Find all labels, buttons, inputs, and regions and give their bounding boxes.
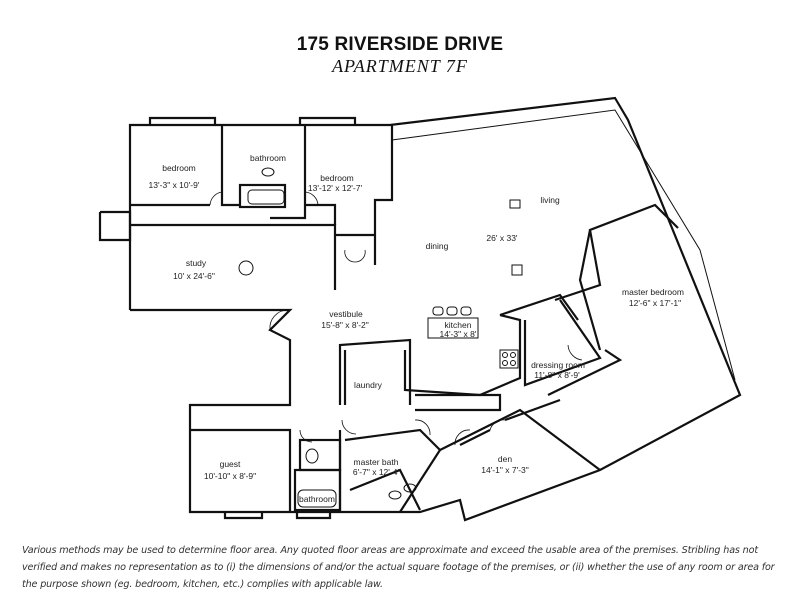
room-label-bedroom-2: bedroom (320, 173, 354, 183)
disclaimer: Various methods may be used to determine… (22, 545, 775, 590)
room-label-bathroom-2: bathroom (299, 494, 335, 504)
room-label-kitchen: kitchen (444, 320, 472, 330)
room-dims-study: 10' x 24'-6" (173, 271, 215, 281)
room-dims-master-bath: 6'-7" x 12'-4' (352, 467, 400, 477)
room-dims-kitchen: 14'-3" x 8' (439, 329, 477, 339)
exterior-wall (128, 96, 742, 522)
room-dims-guest: 10'-10" x 8'-9" (203, 471, 257, 481)
room-dims-dressing-room: 11'-8" x 8'-9' (534, 370, 580, 380)
room-label-den: den (497, 454, 513, 464)
room-dims-master-bedroom: 12'-6" x 17'-1" (628, 298, 682, 308)
room-label-dressing-room: dressing room (531, 360, 585, 370)
room-label-master-bedroom: master bedroom (622, 287, 684, 297)
room-dims-bedroom-2: 13'-12' x 12'-7' (307, 183, 363, 193)
column-fixture (238, 260, 254, 276)
room-dims-vestibule: 15'-8" x 8'-2" (321, 320, 369, 330)
room-label-vestibule: vestibule (329, 309, 363, 319)
room-dims-den: 14'-1" x 7'-3" (481, 465, 529, 475)
property-address: 175 RIVERSIDE DRIVE (296, 34, 504, 55)
room-label-dining: dining (425, 241, 449, 251)
room-label-bathroom: bathroom (250, 153, 286, 163)
room-label-laundry: laundry (354, 380, 382, 390)
room-label-bedroom: bedroom (162, 163, 196, 173)
room-dims-living-dining: 26' x 33' (486, 233, 518, 243)
room-label-master-bath: master bath (353, 457, 399, 467)
room-label-living: living (540, 195, 560, 205)
room-label-guest: guest (219, 459, 241, 469)
room-dims-bedroom: 13'-3" x 10'-9' (148, 180, 200, 190)
room-label-study: study (185, 258, 207, 268)
floor-plan (98, 96, 742, 522)
apartment-number: APARTMENT 7F (332, 56, 468, 76)
